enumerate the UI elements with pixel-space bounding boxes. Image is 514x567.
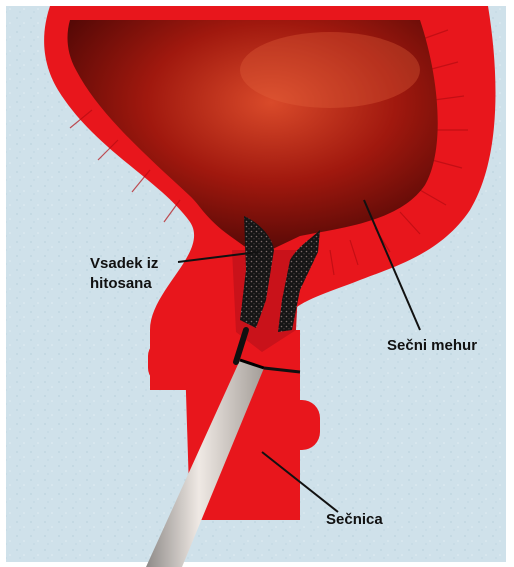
implant-label-line2: hitosana: [90, 275, 152, 292]
implant-label-line1: Vsadek iz: [90, 255, 158, 272]
lumen-highlight: [240, 32, 420, 108]
urethra-collar-right: [262, 400, 320, 450]
bladder-label: Sečni mehur: [387, 337, 477, 354]
urethra-label: Sečnica: [326, 511, 383, 528]
urethra-collar-left: [148, 340, 198, 384]
